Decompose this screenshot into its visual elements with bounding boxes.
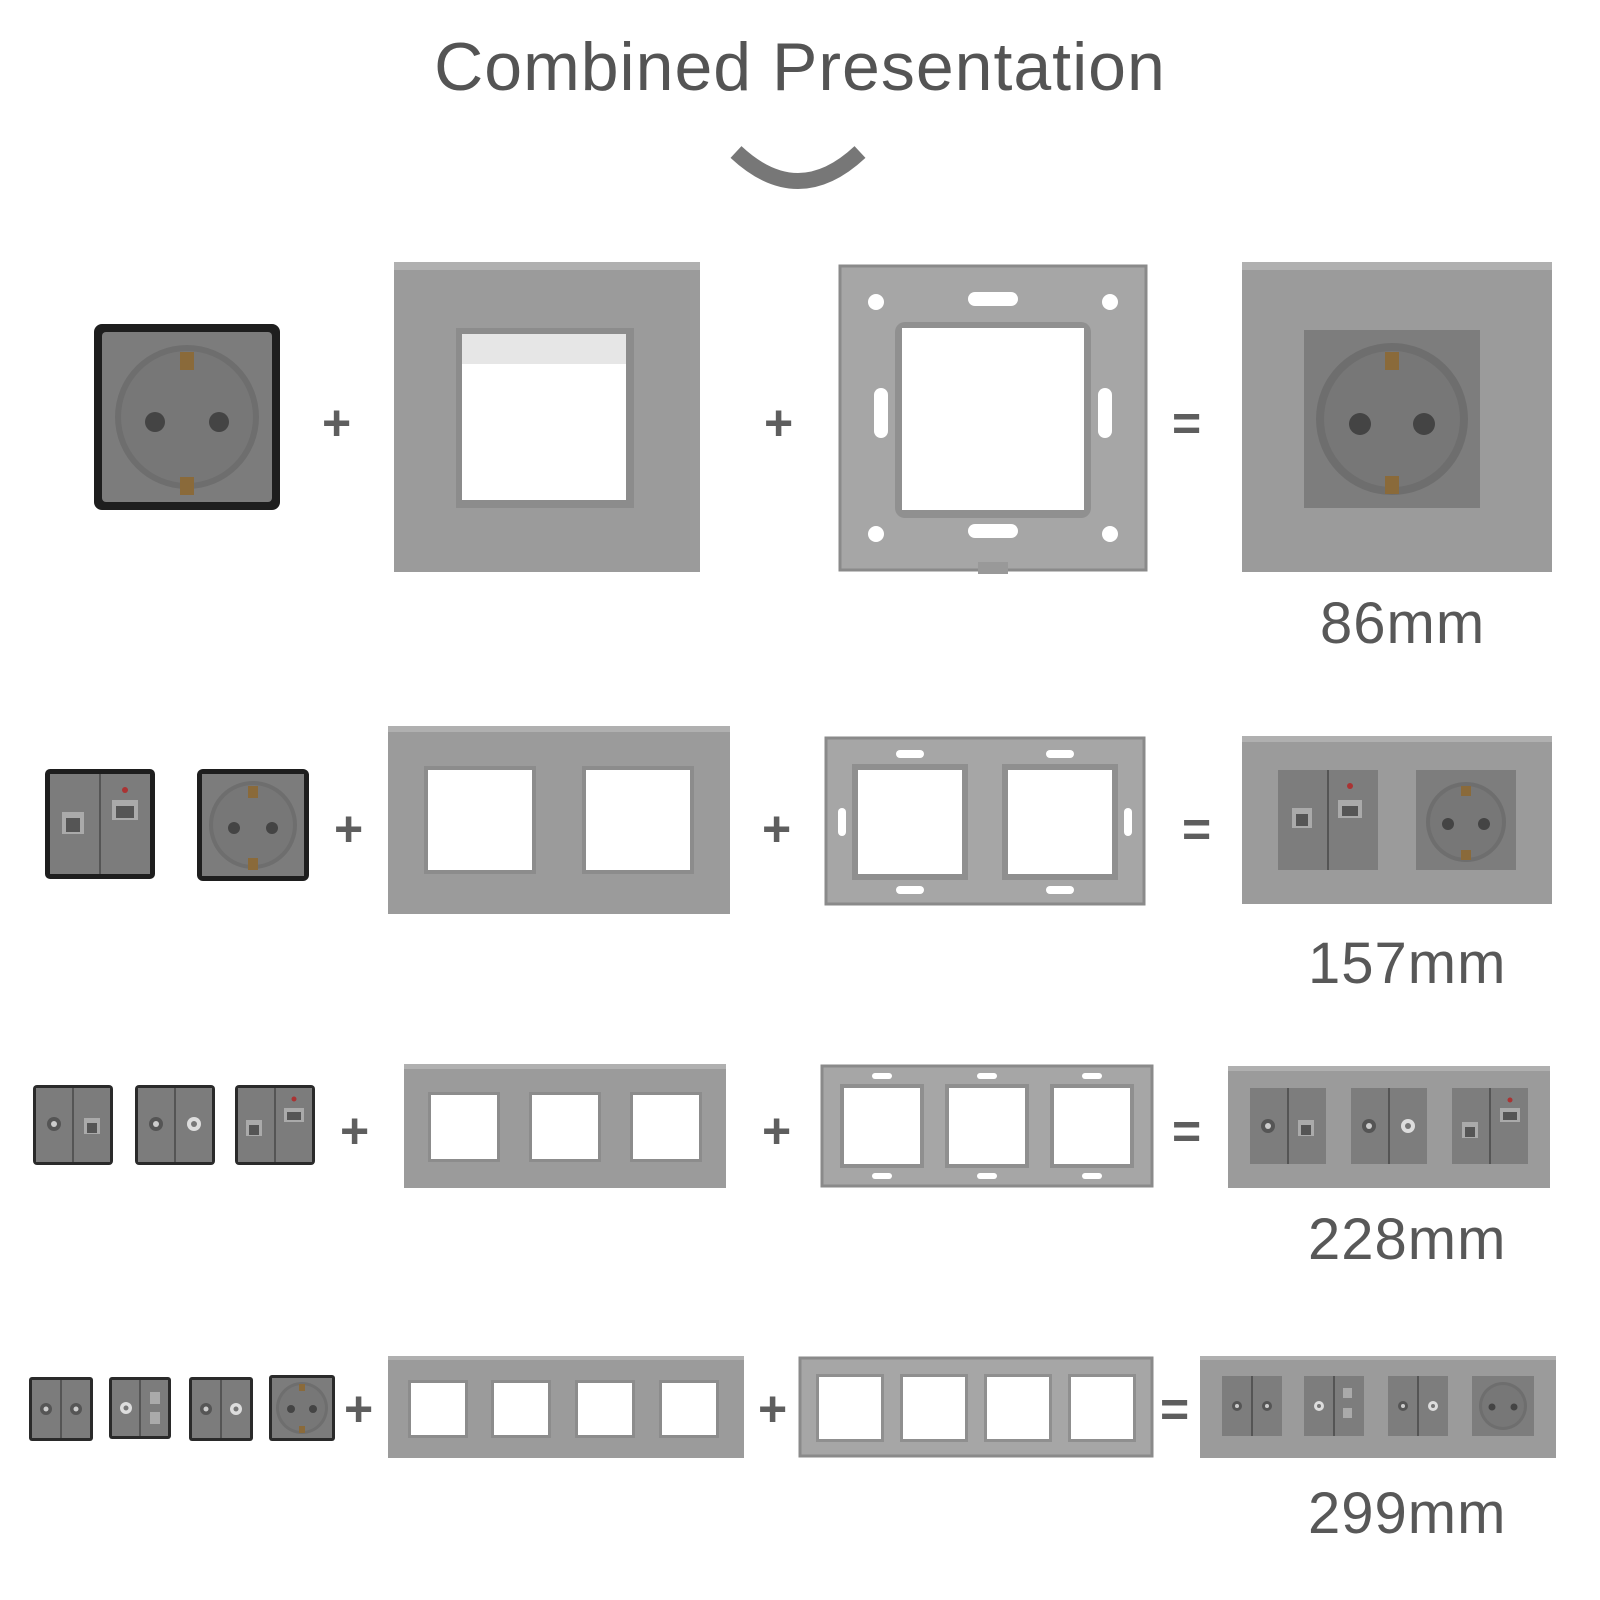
plus-sign: + xyxy=(334,801,364,857)
page-title: Combined Presentation xyxy=(434,29,1166,105)
mounting-plate-3gang xyxy=(820,1064,1154,1188)
plus-sign: + xyxy=(758,1381,788,1437)
down-arc-icon xyxy=(730,146,866,189)
plus-sign: + xyxy=(322,395,352,451)
mounting-plate-2gang xyxy=(824,736,1146,906)
tv-network-module xyxy=(33,1085,113,1165)
mounting-plate-4gang xyxy=(798,1356,1154,1458)
mounting-plate-1gang xyxy=(838,264,1148,574)
assembled-socket-4gang xyxy=(1200,1356,1556,1458)
glass-frame-2gang xyxy=(388,726,730,914)
glass-frame-3gang xyxy=(404,1064,726,1188)
tv-sat-module xyxy=(189,1377,253,1441)
schuko-module xyxy=(94,324,280,510)
plus-sign: + xyxy=(762,801,792,857)
network-module xyxy=(45,769,155,879)
size-label: 299mm xyxy=(1308,1481,1507,1546)
network-module xyxy=(235,1085,315,1165)
size-label: 228mm xyxy=(1308,1207,1507,1272)
plus-sign: + xyxy=(340,1103,370,1159)
plus-sign: + xyxy=(764,395,794,451)
size-label: 157mm xyxy=(1308,931,1507,996)
tv-tv-module xyxy=(29,1377,93,1441)
equals-sign: = xyxy=(1172,1103,1202,1159)
schuko-module xyxy=(269,1375,335,1441)
equals-sign: = xyxy=(1172,395,1202,451)
tv-usb-module xyxy=(109,1377,171,1439)
assembled-socket-3gang xyxy=(1228,1066,1550,1188)
plus-sign: + xyxy=(344,1381,374,1437)
assembled-socket-1gang xyxy=(1242,262,1552,572)
glass-frame-1gang xyxy=(394,262,700,572)
equals-sign: = xyxy=(1160,1381,1190,1437)
equals-sign: = xyxy=(1182,801,1212,857)
plus-sign: + xyxy=(762,1103,792,1159)
tv-sat-module xyxy=(135,1085,215,1165)
assembled-socket-2gang xyxy=(1242,736,1552,904)
size-label: 86mm xyxy=(1320,591,1486,656)
schuko-module xyxy=(197,769,309,881)
glass-frame-4gang xyxy=(388,1356,744,1458)
